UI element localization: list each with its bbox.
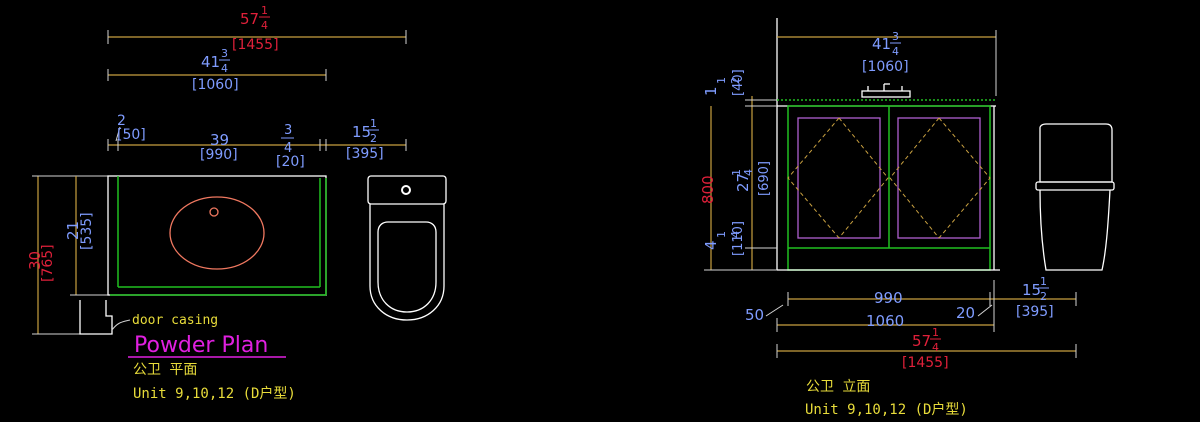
plan-dim-vertical: 30 [765] 21 [535] <box>26 175 108 335</box>
plan-subtitle: 公卫 平面 <box>133 362 197 378</box>
plan-d-num: 1 <box>370 117 377 130</box>
elev-top-whole: 41 <box>872 35 891 53</box>
elev-dims-bottom: 990 50 20 1060 15 1 2 [395] 57 1 4 [1455… <box>745 275 1077 371</box>
plan-vanity <box>107 175 327 296</box>
elev-dim-50: 50 <box>745 306 764 324</box>
elev-top-den: 4 <box>892 45 899 58</box>
elev-slab-den: 2 <box>729 77 742 84</box>
plan-a-mm: [50] <box>117 127 146 143</box>
elev-kick-whole: 4 <box>702 240 720 250</box>
plan-a-in: 2 <box>117 113 126 129</box>
toilet-elevation <box>1035 123 1115 271</box>
toilet-plan <box>367 175 447 321</box>
plan-vanity-den: 4 <box>221 62 228 75</box>
plan-total-mm: [1455] <box>232 37 279 53</box>
elev-side-whole: 15 <box>1022 281 1041 299</box>
plan-c-num: 3 <box>284 123 292 138</box>
elev-unit: Unit 9,10,12 (D户型) <box>805 401 968 418</box>
plan-dim-vanity: 41 3 4 [1060] <box>107 47 327 93</box>
elev-cab-whole: 27 <box>734 173 752 192</box>
elev-total-num: 1 <box>932 326 939 339</box>
faucet <box>861 83 911 98</box>
plan-c-den: 4 <box>284 141 292 156</box>
plan-vanity-whole: 41 <box>201 53 220 71</box>
elev-slab-whole: 1 <box>702 86 720 96</box>
plan-dim-total: 57 1 4 [1455] <box>107 4 407 53</box>
plan-total-num: 1 <box>261 4 268 17</box>
plan-vanity-num: 3 <box>221 47 228 60</box>
plan-b-in: 39 <box>210 131 229 149</box>
elev-kick-den: 4 <box>729 231 742 238</box>
elev-cab-mm: [690] <box>757 161 772 196</box>
faucet-hole <box>209 207 219 217</box>
plan-title-block: Powder Plan 公卫 平面 Unit 9,10,12 (D户型) <box>128 333 296 402</box>
elevation-view: 41 3 4 [1060] <box>699 18 1115 418</box>
plan-total-den: 4 <box>261 19 268 32</box>
plan-vanity-mm: [1060] <box>192 77 239 93</box>
plan-c-mm: [20] <box>276 154 305 170</box>
plan-view: 57 1 4 [1455] 41 3 4 [1060] 2 <box>26 4 447 402</box>
elev-top-mm: [1060] <box>862 59 909 75</box>
elev-dim-top: 41 3 4 [1060] <box>777 30 997 96</box>
elev-side-mm: [395] <box>1016 304 1054 320</box>
elev-kick-mm: [110] <box>731 221 746 256</box>
plan-dim-chain: 2 [50] 39 [990] 3 4 [20] 15 1 2 [395] <box>107 113 407 170</box>
elev-dim-1060: 1060 <box>866 312 904 330</box>
plan-unit: Unit 9,10,12 (D户型) <box>133 385 296 402</box>
door-casing: door casing <box>79 300 218 335</box>
plan-title: Powder Plan <box>134 333 268 358</box>
plan-depth-in: 21 <box>64 221 82 240</box>
plan-b-mm: [990] <box>200 147 238 163</box>
plan-overall-in: 30 <box>26 251 44 270</box>
elev-top-num: 3 <box>892 30 899 43</box>
elev-title-block: 公卫 立面 Unit 9,10,12 (D户型) <box>805 379 968 418</box>
plan-d-whole: 15 <box>352 123 371 141</box>
elev-cab-num: 1 <box>730 169 743 176</box>
elev-slab-num: 1 <box>715 77 728 84</box>
plan-overall-mm: [765] <box>40 244 56 282</box>
elev-total-mm: [1455] <box>902 355 949 371</box>
elev-dim-20: 20 <box>956 304 975 322</box>
cabinet <box>777 105 1000 271</box>
elev-total-whole: 57 <box>912 332 931 350</box>
elev-side-den: 2 <box>1040 290 1047 303</box>
sink-basin <box>169 196 265 270</box>
elev-dim-990: 990 <box>874 289 903 307</box>
elev-slab-mm: [40] <box>731 69 746 96</box>
elev-height-red: 800 <box>699 175 717 204</box>
door-casing-label: door casing <box>132 313 218 328</box>
elev-dims-vertical: 800 1 1 2 [40] 27 1 4 [690] 4 1 4 [110] <box>699 69 777 271</box>
plan-depth-mm: [535] <box>79 212 95 250</box>
elev-kick-num: 1 <box>715 231 728 238</box>
plan-d-mm: [395] <box>346 146 384 162</box>
elev-side-num: 1 <box>1040 275 1047 288</box>
plan-total-whole: 57 <box>240 10 259 28</box>
elev-cab-den: 4 <box>742 169 755 176</box>
cabinet-door-left <box>797 117 881 239</box>
plan-d-den: 2 <box>370 132 377 145</box>
cabinet-door-right <box>897 117 981 239</box>
elev-total-den: 4 <box>932 341 939 354</box>
elev-subtitle: 公卫 立面 <box>806 379 870 395</box>
